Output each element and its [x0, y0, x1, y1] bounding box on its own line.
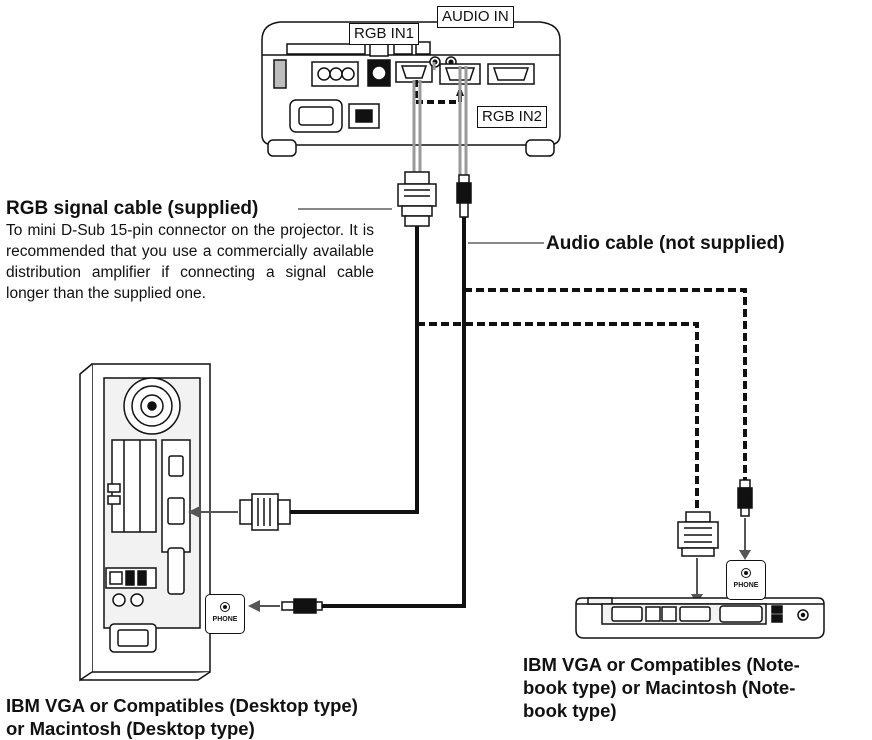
headphone-jack-icon: PHONE — [726, 560, 766, 600]
rgb-in1-label: RGB IN1 — [349, 23, 420, 45]
mini-jack-plug-icon — [281, 598, 323, 614]
notebook-caption-line-1: IBM VGA or Compatibles (Note- — [523, 654, 800, 675]
notebook-caption: IBM VGA or Compatibles (Note- book type)… — [523, 653, 800, 722]
rgb-in2-label: RGB IN2 — [477, 106, 548, 128]
mini-jack-plug-icon — [456, 174, 472, 218]
vga-plug-icon — [239, 493, 291, 531]
phone-label-notebook: PHONE — [733, 582, 759, 589]
headphone-jack-icon: PHONE — [205, 594, 245, 634]
rgb-cable-title: RGB signal cable (supplied) — [6, 198, 259, 219]
desktop-caption-line-1: IBM VGA or Compatibles (Desktop type) — [6, 695, 358, 716]
projector-icon — [261, 21, 561, 157]
desktop-caption: IBM VGA or Compatibles (Desktop type) or… — [6, 694, 358, 740]
desktop-computer-icon — [79, 363, 211, 682]
mini-jack-plug-icon — [737, 479, 753, 517]
phone-label-desktop: PHONE — [212, 616, 238, 623]
notebook-caption-line-3: book type) — [523, 700, 617, 721]
notebook-caption-line-2: book type) or Macintosh (Note- — [523, 677, 796, 698]
vga-plug-icon — [677, 511, 719, 557]
audio-cable-label: Audio cable (not supplied) — [546, 233, 785, 254]
desktop-caption-line-2: or Macintosh (Desktop type) — [6, 718, 255, 739]
vga-plug-icon — [397, 171, 437, 227]
audio-in-label: AUDIO IN — [437, 6, 514, 28]
notebook-computer-icon — [575, 597, 825, 639]
rgb-cable-description: To mini D-Sub 15-pin connector on the pr… — [6, 222, 374, 302]
